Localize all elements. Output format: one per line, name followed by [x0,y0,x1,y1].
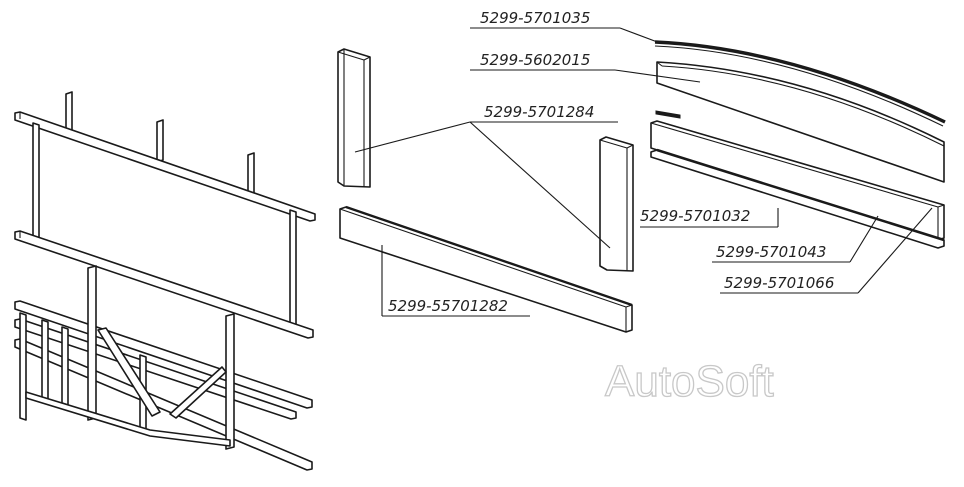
label-lower-flat-panel: 5299-5701032 [640,207,750,225]
lower-flat-panel [650,120,945,241]
label-roof-arc-strip: 5299-5701035 [480,9,590,27]
watermark-text: AutoSoft [605,357,774,406]
frame-assembly [14,91,316,471]
lower-edge-strip [650,148,945,249]
leader-lines [354,27,933,317]
label-small-end-strip: 5299-5701066 [724,274,834,292]
upper-curved-panel [656,61,945,183]
short-vertical-plate-left [337,48,371,188]
lower-truss-frame [14,265,313,471]
label-lower-edge-strip: 5299-5701043 [716,243,826,261]
label-upper-curved-panel: 5299-5602015 [480,51,590,69]
part-number-labels: 5299-5701035 5299-5602015 5299-5701284 5… [388,9,834,315]
long-bottom-panel [339,205,633,333]
upper-window-frame [14,91,316,339]
label-short-vertical-plates: 5299-5701284 [484,103,594,121]
short-vertical-plate-right [599,136,634,272]
label-long-bottom-panel: 5299-55701282 [388,297,508,315]
roof-arc-strip [654,40,946,127]
